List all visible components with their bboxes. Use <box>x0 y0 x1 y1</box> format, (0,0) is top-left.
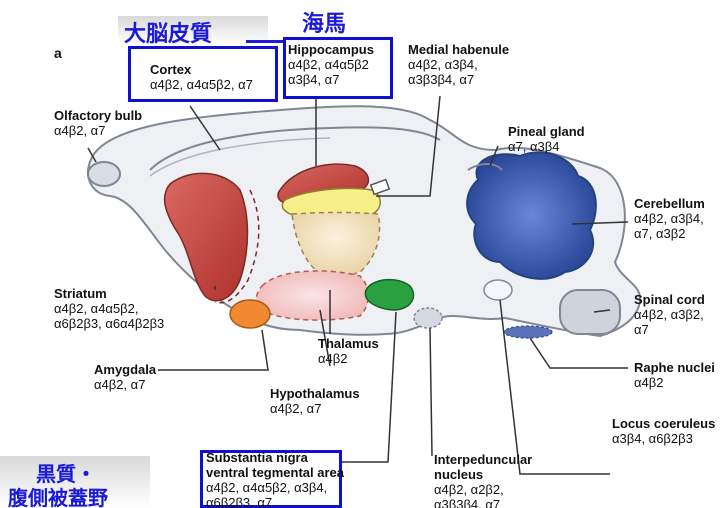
hippocampus-name: Hippocampus <box>288 42 374 57</box>
raphe-nuclei-name: Raphe nuclei <box>634 360 715 375</box>
cerebellum-subunits-2: α7, α3β2 <box>634 226 705 241</box>
hippocampus-label: Hippocampus α4β2, α4α5β2 α3β4, α7 <box>288 42 374 87</box>
hippocampus-subunits-1: α4β2, α4α5β2 <box>288 57 374 72</box>
hypothalamus-label: Hypothalamus α4β2, α7 <box>270 386 360 416</box>
olfactory-bulb-subunits: α4β2, α7 <box>54 123 142 138</box>
pineal-gland-subunits: α7, α3β4 <box>508 139 585 154</box>
medial-habenule-name: Medial habenule <box>408 42 509 57</box>
hypothalamus-shape <box>256 271 368 320</box>
striatum-subunits-2: α6β2β3, α6α4β2β3 <box>54 316 164 331</box>
locus-coeruleus-subunits: α3β4, α6β2β3 <box>612 431 715 446</box>
cortex-subunits: α4β2, α4α5β2, α7 <box>150 77 253 92</box>
interpeduncular-subunits-1: α4β2, α2β2, <box>434 482 532 497</box>
locus-coeruleus-name: Locus coeruleus <box>612 416 715 431</box>
spinal-cord-label: Spinal cord α4β2, α3β2, α7 <box>634 292 705 337</box>
hypothalamus-name: Hypothalamus <box>270 386 360 401</box>
interpeduncular-subunits-2: α3β3β4, α7 <box>434 497 532 508</box>
thalamus-subunits: α4β2 <box>318 351 379 366</box>
hippocampus-subunits-2: α3β4, α7 <box>288 72 374 87</box>
amygdala-label: Amygdala α4β2, α7 <box>94 362 156 392</box>
amygdala-subunits: α4β2, α7 <box>94 377 156 392</box>
substantia-nigra-label: Substantia nigra ventral tegmental area … <box>206 450 344 508</box>
jp-cortex-connector <box>246 40 286 43</box>
raphe-nuclei-label: Raphe nuclei α4β2 <box>634 360 715 390</box>
spinal-cord-subunits-2: α7 <box>634 322 705 337</box>
substantia-nigra-name: Substantia nigra <box>206 450 344 465</box>
locus-coeruleus-shape <box>484 280 512 300</box>
panel-letter: a <box>54 46 62 61</box>
olfactory-bulb-shape <box>88 162 120 186</box>
olfactory-bulb-name: Olfactory bulb <box>54 108 142 123</box>
striatum-name: Striatum <box>54 286 164 301</box>
medial-habenule-label: Medial habenule α4β2, α3β4, α3β3β4, α7 <box>408 42 509 87</box>
substantia-nigra-subunits-2: α6β2β3, α7 <box>206 495 344 508</box>
interpeduncular-shape <box>414 308 442 328</box>
substantia-nigra-name-2: ventral tegmental area <box>206 465 344 480</box>
interpeduncular-name-2: nucleus <box>434 467 532 482</box>
hypothalamus-subunits: α4β2, α7 <box>270 401 360 416</box>
cerebellum-name: Cerebellum <box>634 196 705 211</box>
locus-coeruleus-label: Locus coeruleus α3β4, α6β2β3 <box>612 416 715 446</box>
thalamus-name: Thalamus <box>318 336 379 351</box>
spinal-cord-subunits-1: α4β2, α3β2, <box>634 307 705 322</box>
interpeduncular-name: Interpeduncular <box>434 452 532 467</box>
cerebellum-label: Cerebellum α4β2, α3β4, α7, α3β2 <box>634 196 705 241</box>
cortex-label: Cortex α4β2, α4α5β2, α7 <box>150 62 253 92</box>
medial-habenule-subunits-1: α4β2, α3β4, <box>408 57 509 72</box>
interpeduncular-label: Interpeduncular nucleus α4β2, α2β2, α3β3… <box>434 452 532 508</box>
amygdala-shape <box>230 300 270 328</box>
amygdala-name: Amygdala <box>94 362 156 377</box>
spinal-cord-shape <box>560 290 620 334</box>
striatum-subunits-1: α4β2, α4α5β2, <box>54 301 164 316</box>
cortex-name: Cortex <box>150 62 253 77</box>
substantia-nigra-subunits-1: α4β2, α4α5β2, α3β4, <box>206 480 344 495</box>
cerebellum-subunits-1: α4β2, α3β4, <box>634 211 705 226</box>
medial-habenule-subunits-2: α3β3β4, α7 <box>408 72 509 87</box>
thalamus-label: Thalamus α4β2 <box>318 336 379 366</box>
olfactory-bulb-label: Olfactory bulb α4β2, α7 <box>54 108 142 138</box>
striatum-label: Striatum α4β2, α4α5β2, α6β2β3, α6α4β2β3 <box>54 286 164 331</box>
raphe-nuclei-shape <box>504 326 552 338</box>
jp-substantia-label-2: 腹側被蓋野 <box>8 482 108 508</box>
raphe-nuclei-subunits: α4β2 <box>634 375 715 390</box>
pineal-gland-label: Pineal gland α7, α3β4 <box>508 124 585 154</box>
jp-cortex-label: 大脳皮質 <box>124 16 212 48</box>
jp-hippocampus-label: 海馬 <box>302 6 346 38</box>
spinal-cord-name: Spinal cord <box>634 292 705 307</box>
pineal-gland-name: Pineal gland <box>508 124 585 139</box>
